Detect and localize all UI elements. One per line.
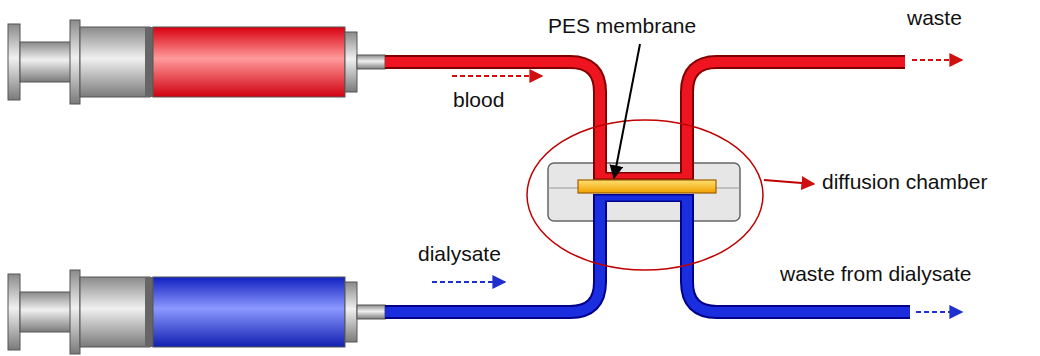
dialysate-syringe bbox=[8, 270, 385, 354]
blood-tube bbox=[385, 62, 905, 176]
chamber-body bbox=[548, 163, 740, 221]
part-label: waste from dialysate bbox=[780, 262, 971, 286]
flow-arrow bbox=[452, 75, 542, 77]
flow-arrow bbox=[432, 281, 505, 283]
part-label: blood bbox=[453, 88, 504, 112]
part-label: waste bbox=[907, 6, 962, 30]
blood-syringe bbox=[8, 20, 385, 104]
chamber-leader bbox=[764, 180, 814, 184]
membrane-leader bbox=[614, 44, 640, 178]
flow-arrow bbox=[912, 59, 962, 61]
part-label: dialysate bbox=[418, 242, 501, 266]
part-label: diffusion chamber bbox=[822, 170, 987, 194]
highlight-ellipse bbox=[527, 120, 763, 270]
membrane-bar bbox=[578, 180, 716, 193]
part-label: PES membrane bbox=[548, 14, 696, 38]
dialysate-tube bbox=[385, 198, 910, 312]
flow-arrow bbox=[916, 311, 962, 313]
